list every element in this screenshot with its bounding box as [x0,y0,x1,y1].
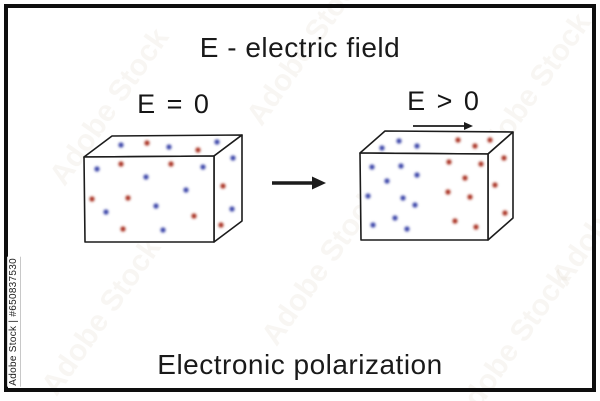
label-e-greater-than-zero: E > 0 [407,86,481,116]
charge-dot-red [455,137,461,143]
charge-dot-red [462,175,468,181]
charge-dot-red [118,161,124,167]
transition-arrow-head [312,176,326,190]
charge-dot-red [492,182,498,188]
charge-dot-blue [365,193,371,199]
charge-dot-blue [183,187,189,193]
charge-dot-red [452,218,458,224]
charge-dot-red [191,213,197,219]
charge-dot-blue [103,209,109,215]
charge-dot-blue [400,195,406,201]
label-e-equals-zero: E = 0 [137,89,211,119]
charge-dot-red [218,222,224,228]
charge-dot-red [478,161,484,167]
charge-dot-blue [392,215,398,221]
charge-dot-red [445,189,451,195]
charge-dot-red [120,226,126,232]
charge-dot-blue [118,142,124,148]
charge-dot-blue [379,145,385,151]
charge-dot-blue [412,202,418,208]
unpolarized-box-front-face [83,155,215,243]
charge-dot-red [89,196,95,202]
charge-dot-red [467,194,473,200]
charge-dot-blue [384,178,390,184]
charge-dot-blue [398,163,404,169]
charge-dot-red [168,161,174,167]
charge-dot-blue [153,203,159,209]
charge-dot-red [125,195,131,201]
charge-dot-blue [94,166,100,172]
charge-dot-red [195,147,201,153]
charge-dot-blue [230,155,236,161]
charge-dot-red [446,159,452,165]
charge-dot-blue [404,226,410,232]
charge-dot-blue [143,174,149,180]
field-direction-arrow-head [464,122,473,130]
charge-dot-blue [229,206,235,212]
charge-dot-red [487,137,493,143]
charge-dot-blue [166,144,172,150]
charge-dot-red [220,183,226,189]
charge-dot-blue [200,164,206,170]
stock-attribution: Adobe Stock | #650837530 [7,257,21,387]
charge-dot-blue [369,164,375,170]
diagram-title: E - electric field [199,32,401,63]
charge-dot-red [144,140,150,146]
charge-dot-blue [414,143,420,149]
charge-dot-red [502,210,508,216]
charge-dot-blue [396,138,402,144]
charge-dot-red [473,224,479,230]
charge-dot-blue [160,227,166,233]
diagram-caption: Electronic polarization [157,349,443,380]
polarized-box-front-face [359,152,489,241]
charge-dot-red [501,155,507,161]
charge-dot-blue [214,139,220,145]
charge-dot-blue [414,172,420,178]
charge-dot-blue [370,222,376,228]
charge-dot-red [472,143,478,149]
